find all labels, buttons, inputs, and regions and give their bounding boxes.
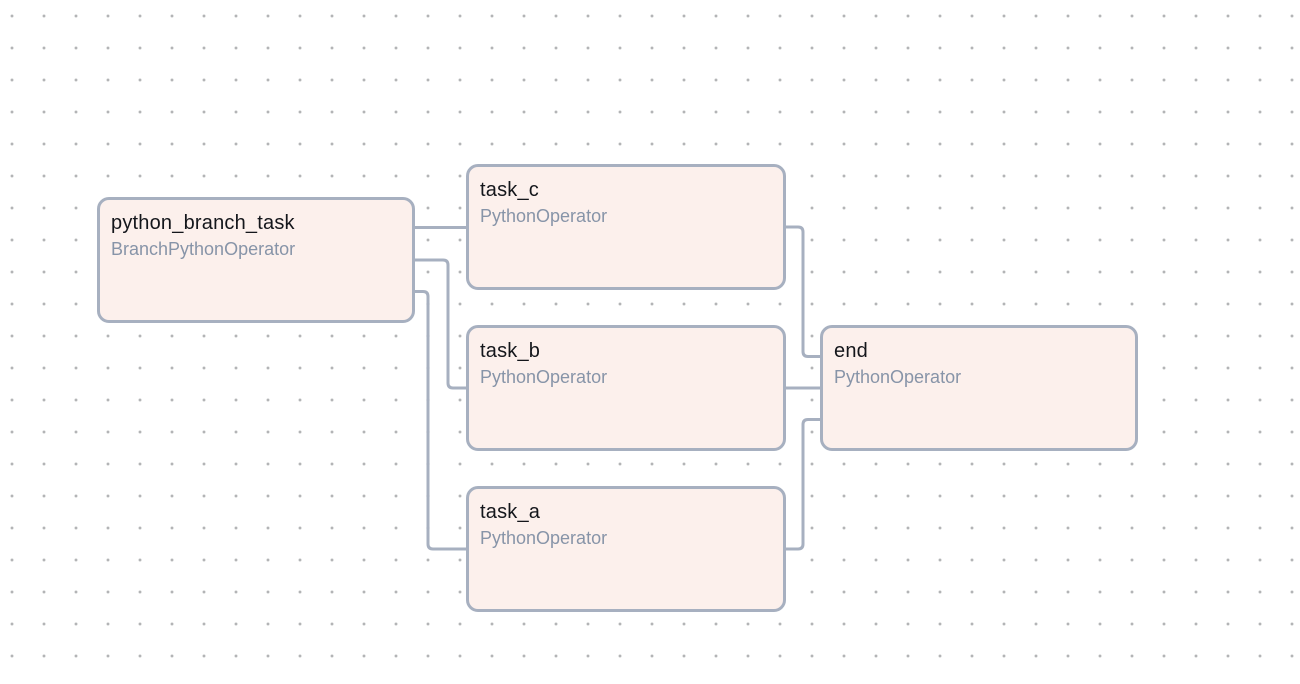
task-node-task_b[interactable]: task_b PythonOperator bbox=[466, 325, 786, 451]
edge-python_branch_task-to-task_b bbox=[415, 258, 466, 390]
task-node-python_branch_task[interactable]: python_branch_task BranchPythonOperator bbox=[97, 197, 415, 323]
task-node-task_c[interactable]: task_c PythonOperator bbox=[466, 164, 786, 290]
task-name: task_a bbox=[480, 501, 541, 523]
operator-name: BranchPythonOperator bbox=[111, 239, 296, 259]
task-name: end bbox=[834, 340, 868, 362]
task-name: python_branch_task bbox=[111, 212, 295, 234]
operator-name: PythonOperator bbox=[480, 367, 608, 387]
operator-name: PythonOperator bbox=[834, 367, 962, 387]
task-name: task_c bbox=[480, 179, 540, 201]
task-node-task_a[interactable]: task_a PythonOperator bbox=[466, 486, 786, 612]
operator-name: PythonOperator bbox=[480, 528, 608, 548]
task-name: task_b bbox=[480, 340, 541, 362]
operator-name: PythonOperator bbox=[480, 206, 608, 226]
task-node-end[interactable]: end PythonOperator bbox=[820, 325, 1138, 451]
edge-python_branch_task-to-task_a bbox=[415, 290, 466, 551]
edge-task_c-to-end bbox=[786, 225, 820, 358]
edge-task_a-to-end bbox=[786, 418, 820, 551]
